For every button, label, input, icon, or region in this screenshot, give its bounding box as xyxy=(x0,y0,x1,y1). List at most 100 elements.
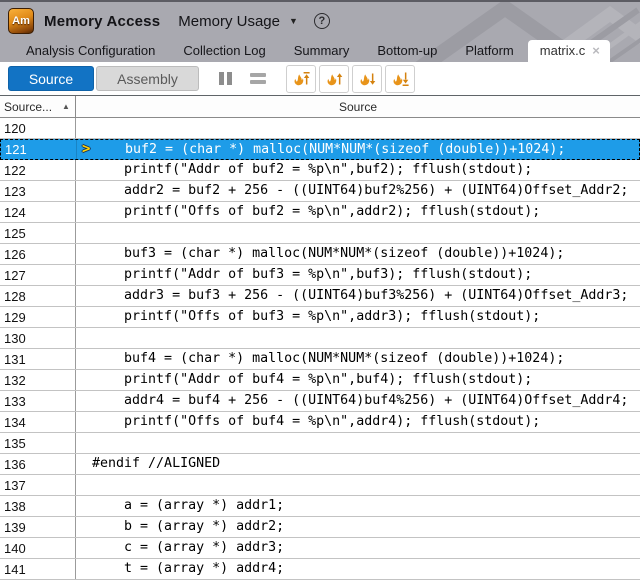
hotspot-navigation xyxy=(286,64,415,93)
go-to-next-hotspot-button[interactable] xyxy=(352,64,382,93)
page-title: Memory Access xyxy=(44,12,161,30)
sort-asc-icon: ▲ xyxy=(62,102,70,111)
tab-collection-log[interactable]: Collection Log xyxy=(169,40,279,62)
line-number-cell: 124 xyxy=(0,202,76,222)
tab-analysis-configuration[interactable]: Analysis Configuration xyxy=(12,40,169,62)
column-header-source-line[interactable]: Source... ▲ xyxy=(0,96,76,117)
table-row[interactable]: 138 a = (array *) addr1; xyxy=(0,496,640,517)
top-banner: Am Memory Access Memory Usage ▼ ? Analys… xyxy=(0,0,640,62)
hotspot-smallest-down-icon xyxy=(393,72,409,86)
go-to-biggest-hotspot-button[interactable] xyxy=(286,64,316,93)
line-number-cell: 120 xyxy=(0,118,76,138)
table-row[interactable]: 123 addr2 = buf2 + 256 - ((UINT64)buf2%2… xyxy=(0,181,640,202)
tab-bar: Analysis Configuration Collection Log Summ… xyxy=(0,40,640,62)
table-row[interactable]: 134 printf("Offs of buf4 = %p\n",addr4);… xyxy=(0,412,640,433)
line-number-cell: 140 xyxy=(0,538,76,558)
line-number-cell: 135 xyxy=(0,433,76,453)
source-code: a = (array *) addr1; xyxy=(76,498,285,513)
source-code: b = (array *) addr2; xyxy=(76,519,285,534)
pause-icon[interactable] xyxy=(219,72,232,85)
table-row[interactable]: 132 printf("Addr of buf4 = %p\n",buf4); … xyxy=(0,370,640,391)
table-row[interactable]: 135 xyxy=(0,433,640,454)
go-to-smallest-hotspot-button[interactable] xyxy=(385,64,415,93)
line-number-cell: 121 xyxy=(1,140,77,159)
source-cell: printf("Addr of buf3 = %p\n",buf3); fflu… xyxy=(76,265,640,285)
source-cell: c = (array *) addr3; xyxy=(76,538,640,558)
line-number-cell: 125 xyxy=(0,223,76,243)
source-cell: addr3 = buf3 + 256 - ((UINT64)buf3%256) … xyxy=(76,286,640,306)
current-line-marker-icon: > xyxy=(82,141,91,157)
tab-label: Summary xyxy=(293,43,350,58)
source-cell: addr2 = buf2 + 256 - ((UINT64)buf2%256) … xyxy=(76,181,640,201)
source-cell: > buf2 = (char *) malloc(NUM*NUM*(sizeof… xyxy=(77,140,639,159)
help-icon[interactable]: ? xyxy=(313,13,330,29)
line-number-cell: 136 xyxy=(0,454,76,474)
source-code: addr2 = buf2 + 256 - ((UINT64)buf2%256) … xyxy=(76,183,629,198)
table-row[interactable]: 139 b = (array *) addr2; xyxy=(0,517,640,538)
column-header-source[interactable]: Source xyxy=(76,96,640,117)
tab-summary[interactable]: Summary xyxy=(280,40,364,62)
table-row[interactable]: 136 #endif //ALIGNED xyxy=(0,454,640,475)
tab-platform[interactable]: Platform xyxy=(451,40,527,62)
tab-bottom-up[interactable]: Bottom-up xyxy=(363,40,451,62)
line-number-cell: 141 xyxy=(0,559,76,579)
go-to-prev-hotspot-button[interactable] xyxy=(319,64,349,93)
table-row[interactable]: 126 buf3 = (char *) malloc(NUM*NUM*(size… xyxy=(0,244,640,265)
column-label: Source... xyxy=(4,99,53,114)
viewpoint-selector[interactable]: Memory Usage ▼ xyxy=(178,13,298,30)
table-row[interactable]: 131 buf4 = (char *) malloc(NUM*NUM*(size… xyxy=(0,349,640,370)
source-cell xyxy=(76,433,640,453)
close-icon[interactable]: × xyxy=(592,43,600,58)
line-number-cell: 131 xyxy=(0,349,76,369)
source-cell: addr4 = buf4 + 256 - ((UINT64)buf4%256) … xyxy=(76,391,640,411)
line-number-cell: 123 xyxy=(0,181,76,201)
tab-matrix-c[interactable]: matrix.c × xyxy=(527,40,610,62)
hotspot-prev-up-icon xyxy=(327,72,343,85)
tab-label: Collection Log xyxy=(183,43,266,58)
source-cell: printf("Offs of buf2 = %p\n",addr2); ffl… xyxy=(76,202,640,222)
table-row[interactable]: 137 xyxy=(0,475,640,496)
table-row[interactable]: 120 xyxy=(0,118,640,139)
equal-bars-icon[interactable] xyxy=(250,73,266,84)
table-row[interactable]: 127 printf("Addr of buf3 = %p\n",buf3); … xyxy=(0,265,640,286)
amplifier-logo-icon: Am xyxy=(8,8,34,34)
line-number-cell: 137 xyxy=(0,475,76,495)
table-row[interactable]: 140 c = (array *) addr3; xyxy=(0,538,640,559)
source-code: printf("Offs of buf4 = %p\n",addr4); ffl… xyxy=(76,414,541,429)
table-row[interactable]: 122 printf("Addr of buf2 = %p\n",buf2); … xyxy=(0,160,640,181)
source-cell xyxy=(76,475,640,495)
line-number-cell: 134 xyxy=(0,412,76,432)
source-code: buf4 = (char *) malloc(NUM*NUM*(sizeof (… xyxy=(76,351,565,366)
line-number-cell: 129 xyxy=(0,307,76,327)
source-code: printf("Addr of buf3 = %p\n",buf3); fflu… xyxy=(76,267,533,282)
table-row[interactable]: 121> buf2 = (char *) malloc(NUM*NUM*(siz… xyxy=(0,139,640,160)
source-cell xyxy=(76,328,640,348)
chevron-down-icon[interactable]: ▼ xyxy=(288,16,298,26)
table-row[interactable]: 125 xyxy=(0,223,640,244)
tab-label: matrix.c xyxy=(539,43,586,58)
table-row[interactable]: 129 printf("Offs of buf3 = %p\n",addr3);… xyxy=(0,307,640,328)
table-row[interactable]: 130 xyxy=(0,328,640,349)
source-cell: buf4 = (char *) malloc(NUM*NUM*(sizeof (… xyxy=(76,349,640,369)
line-number-cell: 122 xyxy=(0,160,76,180)
column-label: Source xyxy=(338,99,378,114)
source-cell: a = (array *) addr1; xyxy=(76,496,640,516)
source-code: addr3 = buf3 + 256 - ((UINT64)buf3%256) … xyxy=(76,288,629,303)
table-row[interactable]: 124 printf("Offs of buf2 = %p\n",addr2);… xyxy=(0,202,640,223)
source-code: #endif //ALIGNED xyxy=(76,456,221,471)
tab-label: Analysis Configuration xyxy=(26,43,156,58)
table-row[interactable]: 133 addr4 = buf4 + 256 - ((UINT64)buf4%2… xyxy=(0,391,640,412)
source-view-button[interactable]: Source xyxy=(8,66,94,91)
source-cell: printf("Addr of buf2 = %p\n",buf2); fflu… xyxy=(76,160,640,180)
source-code: buf3 = (char *) malloc(NUM*NUM*(sizeof (… xyxy=(76,246,565,261)
source-code: printf("Offs of buf2 = %p\n",addr2); ffl… xyxy=(76,204,541,219)
viewpoint-label: Memory Usage xyxy=(178,12,280,30)
source-cell: #endif //ALIGNED xyxy=(76,454,640,474)
source-code: buf2 = (char *) malloc(NUM*NUM*(sizeof (… xyxy=(77,141,566,157)
table-row[interactable]: 128 addr3 = buf3 + 256 - ((UINT64)buf3%2… xyxy=(0,286,640,307)
table-row[interactable]: 141 t = (array *) addr4; xyxy=(0,559,640,580)
assembly-view-button[interactable]: Assembly xyxy=(96,66,199,91)
source-cell xyxy=(76,223,640,243)
